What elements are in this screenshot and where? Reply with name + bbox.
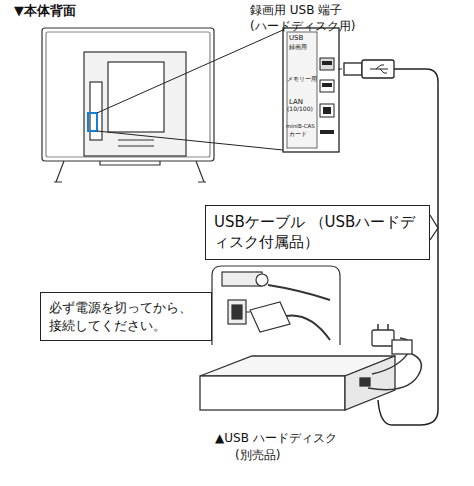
label: (10/100) xyxy=(287,106,313,113)
usb-hdd xyxy=(200,324,421,410)
label: 録画用 xyxy=(289,44,307,51)
label: LAN xyxy=(289,98,303,106)
tv-back xyxy=(42,28,214,182)
label: ▼本体背面 xyxy=(14,4,76,19)
box-text: 必ず電源を切ってから、接続してください。 xyxy=(49,299,203,334)
note-box: 必ず電源を切ってから、接続してください。 xyxy=(40,292,212,341)
callout-box: USBケーブル （USBハードディスク付属品） xyxy=(205,205,430,260)
callout-pointer xyxy=(430,215,438,240)
label: USB xyxy=(289,34,303,42)
label: (別売品) xyxy=(235,449,280,463)
port-highlight xyxy=(88,113,97,131)
hdd-inset xyxy=(212,266,340,345)
usb-plug xyxy=(338,60,394,78)
label: miniB-CAS xyxy=(286,123,315,129)
label: 録画用 USB 端子 xyxy=(250,4,342,18)
label: (ハードディスク用) xyxy=(250,20,355,34)
label: メモリー用 xyxy=(287,76,317,82)
box-text: USBケーブル （USBハードディスク付属品） xyxy=(214,212,421,253)
port-inset xyxy=(283,28,339,152)
zoom-lines xyxy=(97,30,283,150)
label: カード xyxy=(289,131,307,138)
label: ▲USB ハードディスク xyxy=(215,432,337,446)
